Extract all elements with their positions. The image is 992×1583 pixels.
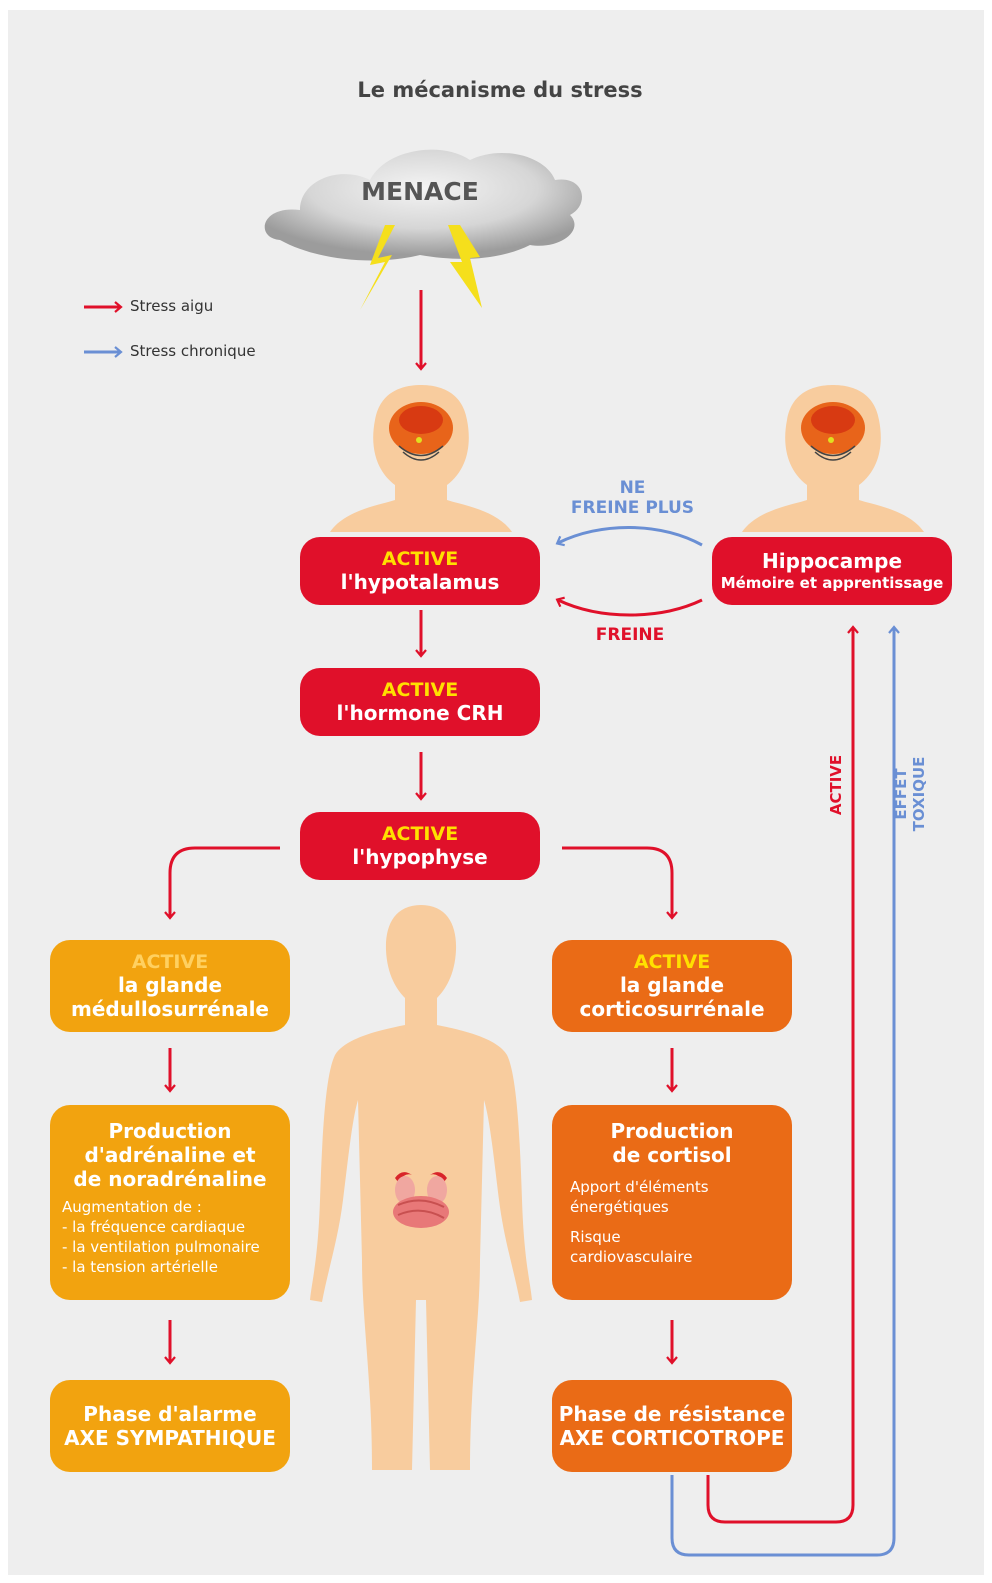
brake-arrow [555, 596, 703, 617]
brake-label: FREINE [595, 625, 665, 645]
medulla-line2: médullosurrénale [71, 997, 269, 1021]
arrow-pituitary-medulla [164, 846, 280, 920]
head-left-illustration [330, 385, 512, 532]
crh-keyword: ACTIVE [381, 679, 459, 701]
alarm-phase-box: Phase d'alarme AXE SYMPATHIQUE [50, 1380, 290, 1472]
medulla-line1: la glande [117, 973, 223, 997]
adrenaline-intro: Augmentation de : [62, 1198, 202, 1216]
cortisol-note2a: Risque [570, 1228, 621, 1246]
hypothalamus-box: ACTIVE l'hypotalamus [300, 537, 540, 605]
adrenaline-line3: de noradrénaline [73, 1167, 267, 1191]
diagram-background [8, 10, 984, 1575]
crh-label: l'hormone CRH [336, 701, 504, 725]
no-brake-label: NE FREINE PLUS [560, 478, 705, 518]
cortisol-note2b: cardiovasculaire [570, 1248, 693, 1266]
adrenaline-line1: Production [108, 1119, 232, 1143]
crh-box: ACTIVE l'hormone CRH [300, 668, 540, 736]
legend-acute-label: Stress aigu [130, 297, 214, 315]
cortisol-note1b: énergétiques [570, 1198, 669, 1216]
resistance-phase-box: Phase de résistance AXE CORTICOTROPE [552, 1380, 792, 1472]
human-body-illustration [310, 905, 532, 1470]
activates-loop-label: ACTIVE [827, 754, 845, 816]
cortisol-box: Production de cortisol Apport d'éléments… [552, 1105, 792, 1300]
no-brake-line1: NE [619, 478, 646, 498]
storm-cloud-icon [264, 149, 582, 261]
adrenal-glands-icon [393, 1172, 449, 1228]
hypothalamus-label: l'hypotalamus [340, 570, 500, 594]
hippocampus-box: Hippocampe Mémoire et apprentissage [712, 537, 952, 605]
cortisol-note1a: Apport d'éléments [570, 1178, 709, 1196]
medulla-keyword: ACTIVE [131, 951, 209, 973]
toxic-loop-label: EFFET TOXIQUE [892, 756, 928, 832]
pituitary-box: ACTIVE l'hypophyse [300, 812, 540, 880]
adrenaline-item: - la tension artérielle [62, 1258, 218, 1276]
cortisol-line1: Production [610, 1119, 734, 1143]
cortex-box: ACTIVE la glande corticosurrénale [552, 940, 792, 1032]
no-brake-arrow [555, 526, 703, 547]
page-title: Le mécanisme du stress [357, 78, 643, 102]
head-right-illustration [742, 385, 924, 532]
legend-chronic-label: Stress chronique [130, 342, 256, 360]
adrenaline-item: - la ventilation pulmonaire [62, 1238, 260, 1256]
cortisol-notes: Apport d'éléments énergétiques Risque ca… [552, 1177, 709, 1267]
adrenaline-box: Production d'adrénaline et de noradrénal… [50, 1105, 290, 1300]
cortex-line2: corticosurrénale [579, 997, 765, 1021]
adrenaline-line2: d'adrénaline et [84, 1143, 256, 1167]
adrenaline-effects: Augmentation de : - la fréquence cardiaq… [50, 1197, 260, 1277]
medulla-box: ACTIVE la glande médullosurrénale [50, 940, 290, 1032]
cortisol-line2: de cortisol [612, 1143, 732, 1167]
cortex-line1: la glande [619, 973, 725, 997]
resistance-line1: Phase de résistance [558, 1402, 786, 1426]
adrenaline-item: - la fréquence cardiaque [62, 1218, 246, 1236]
lightning-bolt-icon [360, 225, 482, 310]
pituitary-label: l'hypophyse [352, 845, 488, 869]
arrow-pituitary-cortex [562, 846, 678, 920]
cortex-keyword: ACTIVE [633, 951, 711, 973]
hippocampus-label: Hippocampe [761, 549, 903, 573]
no-brake-line2: FREINE PLUS [570, 498, 695, 518]
toxic-loop-arrow [670, 625, 900, 1557]
resistance-line2: AXE CORTICOTROPE [559, 1426, 785, 1450]
hippocampus-sublabel: Mémoire et apprentissage [720, 574, 944, 592]
alarm-line1: Phase d'alarme [83, 1402, 257, 1426]
activates-loop-arrow [706, 625, 859, 1524]
threat-label: MENACE [361, 177, 479, 206]
alarm-line2: AXE SYMPATHIQUE [64, 1426, 276, 1450]
hypothalamus-keyword: ACTIVE [381, 548, 459, 570]
pituitary-keyword: ACTIVE [381, 823, 459, 845]
